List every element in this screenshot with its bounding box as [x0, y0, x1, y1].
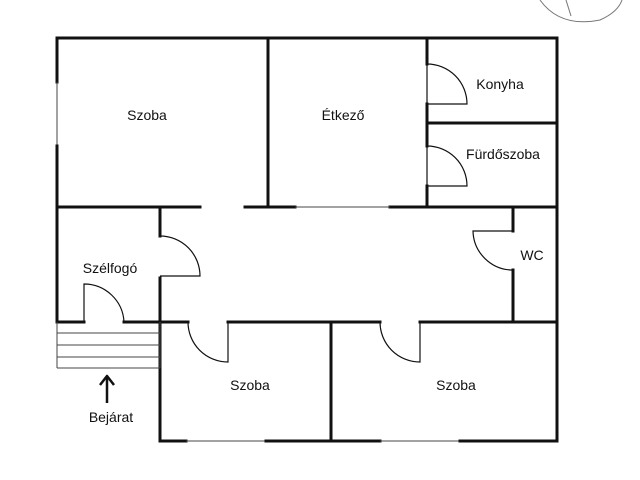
room-label-konyha: Konyha	[476, 76, 524, 92]
entrance-arrow-icon	[99, 374, 115, 403]
door-szoba-bottom-right	[379, 321, 421, 363]
room-label-szoba-top-left: Szoba	[127, 107, 167, 123]
walls	[55, 36, 559, 443]
entrance-label: Bejárat	[89, 409, 133, 425]
door-szelfogo-hall	[159, 235, 201, 277]
entrance-steps	[56, 322, 161, 369]
room-label-szoba-bottom-middle: Szoba	[230, 377, 270, 393]
room-label-szelfogo: Szélfogó	[83, 260, 138, 276]
door-konyha	[426, 63, 468, 105]
door-szelfogo-entrance	[83, 283, 125, 323]
compass-fragment	[539, 0, 623, 23]
door-szoba-bottom-middle	[187, 321, 229, 363]
door-wc	[472, 230, 514, 271]
room-label-etkezo: Étkező	[322, 107, 365, 123]
door-furdoszoba	[426, 145, 468, 187]
room-label-szoba-bottom-right: Szoba	[436, 377, 476, 393]
room-label-furdoszoba: Fürdőszoba	[466, 146, 540, 162]
room-label-wc: WC	[520, 247, 543, 263]
